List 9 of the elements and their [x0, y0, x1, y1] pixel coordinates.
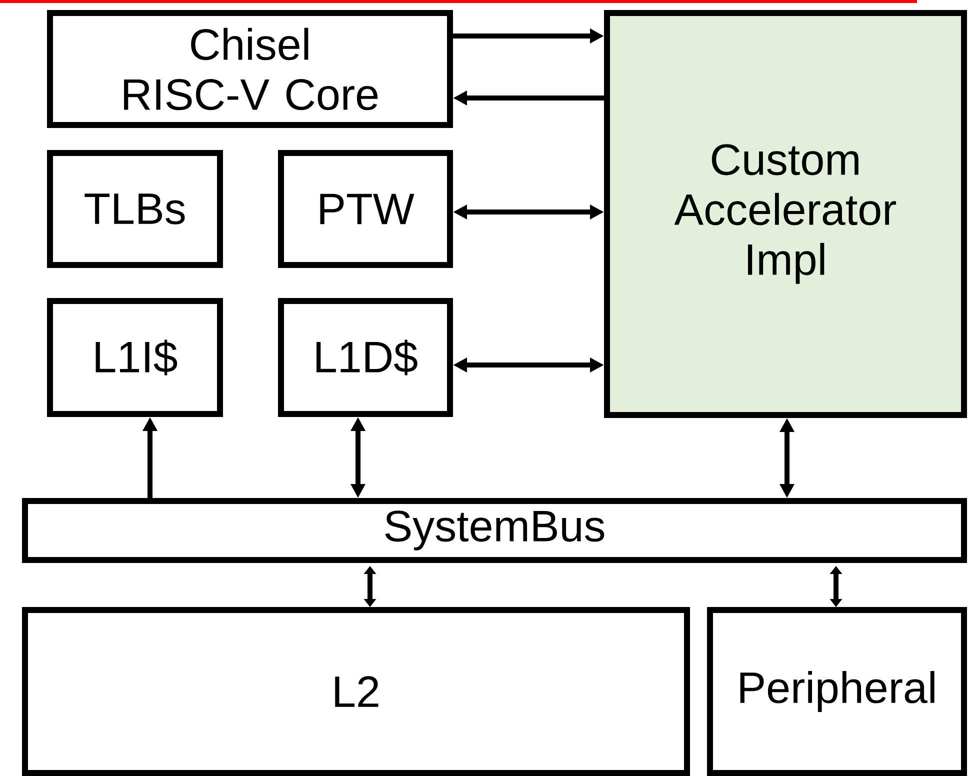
block-box: L1D$	[278, 298, 453, 417]
block-box: Peripheral	[707, 607, 968, 776]
block-box: Chisel RISC-V Core	[47, 10, 453, 128]
block-box: TLBs	[47, 150, 223, 268]
block-box: PTW	[278, 150, 453, 268]
block-box: L1I$	[47, 298, 223, 417]
block-box: L2	[22, 607, 690, 776]
block-box: SystemBus	[22, 498, 968, 563]
accelerator-box: Custom Accelerator Impl	[604, 10, 968, 418]
